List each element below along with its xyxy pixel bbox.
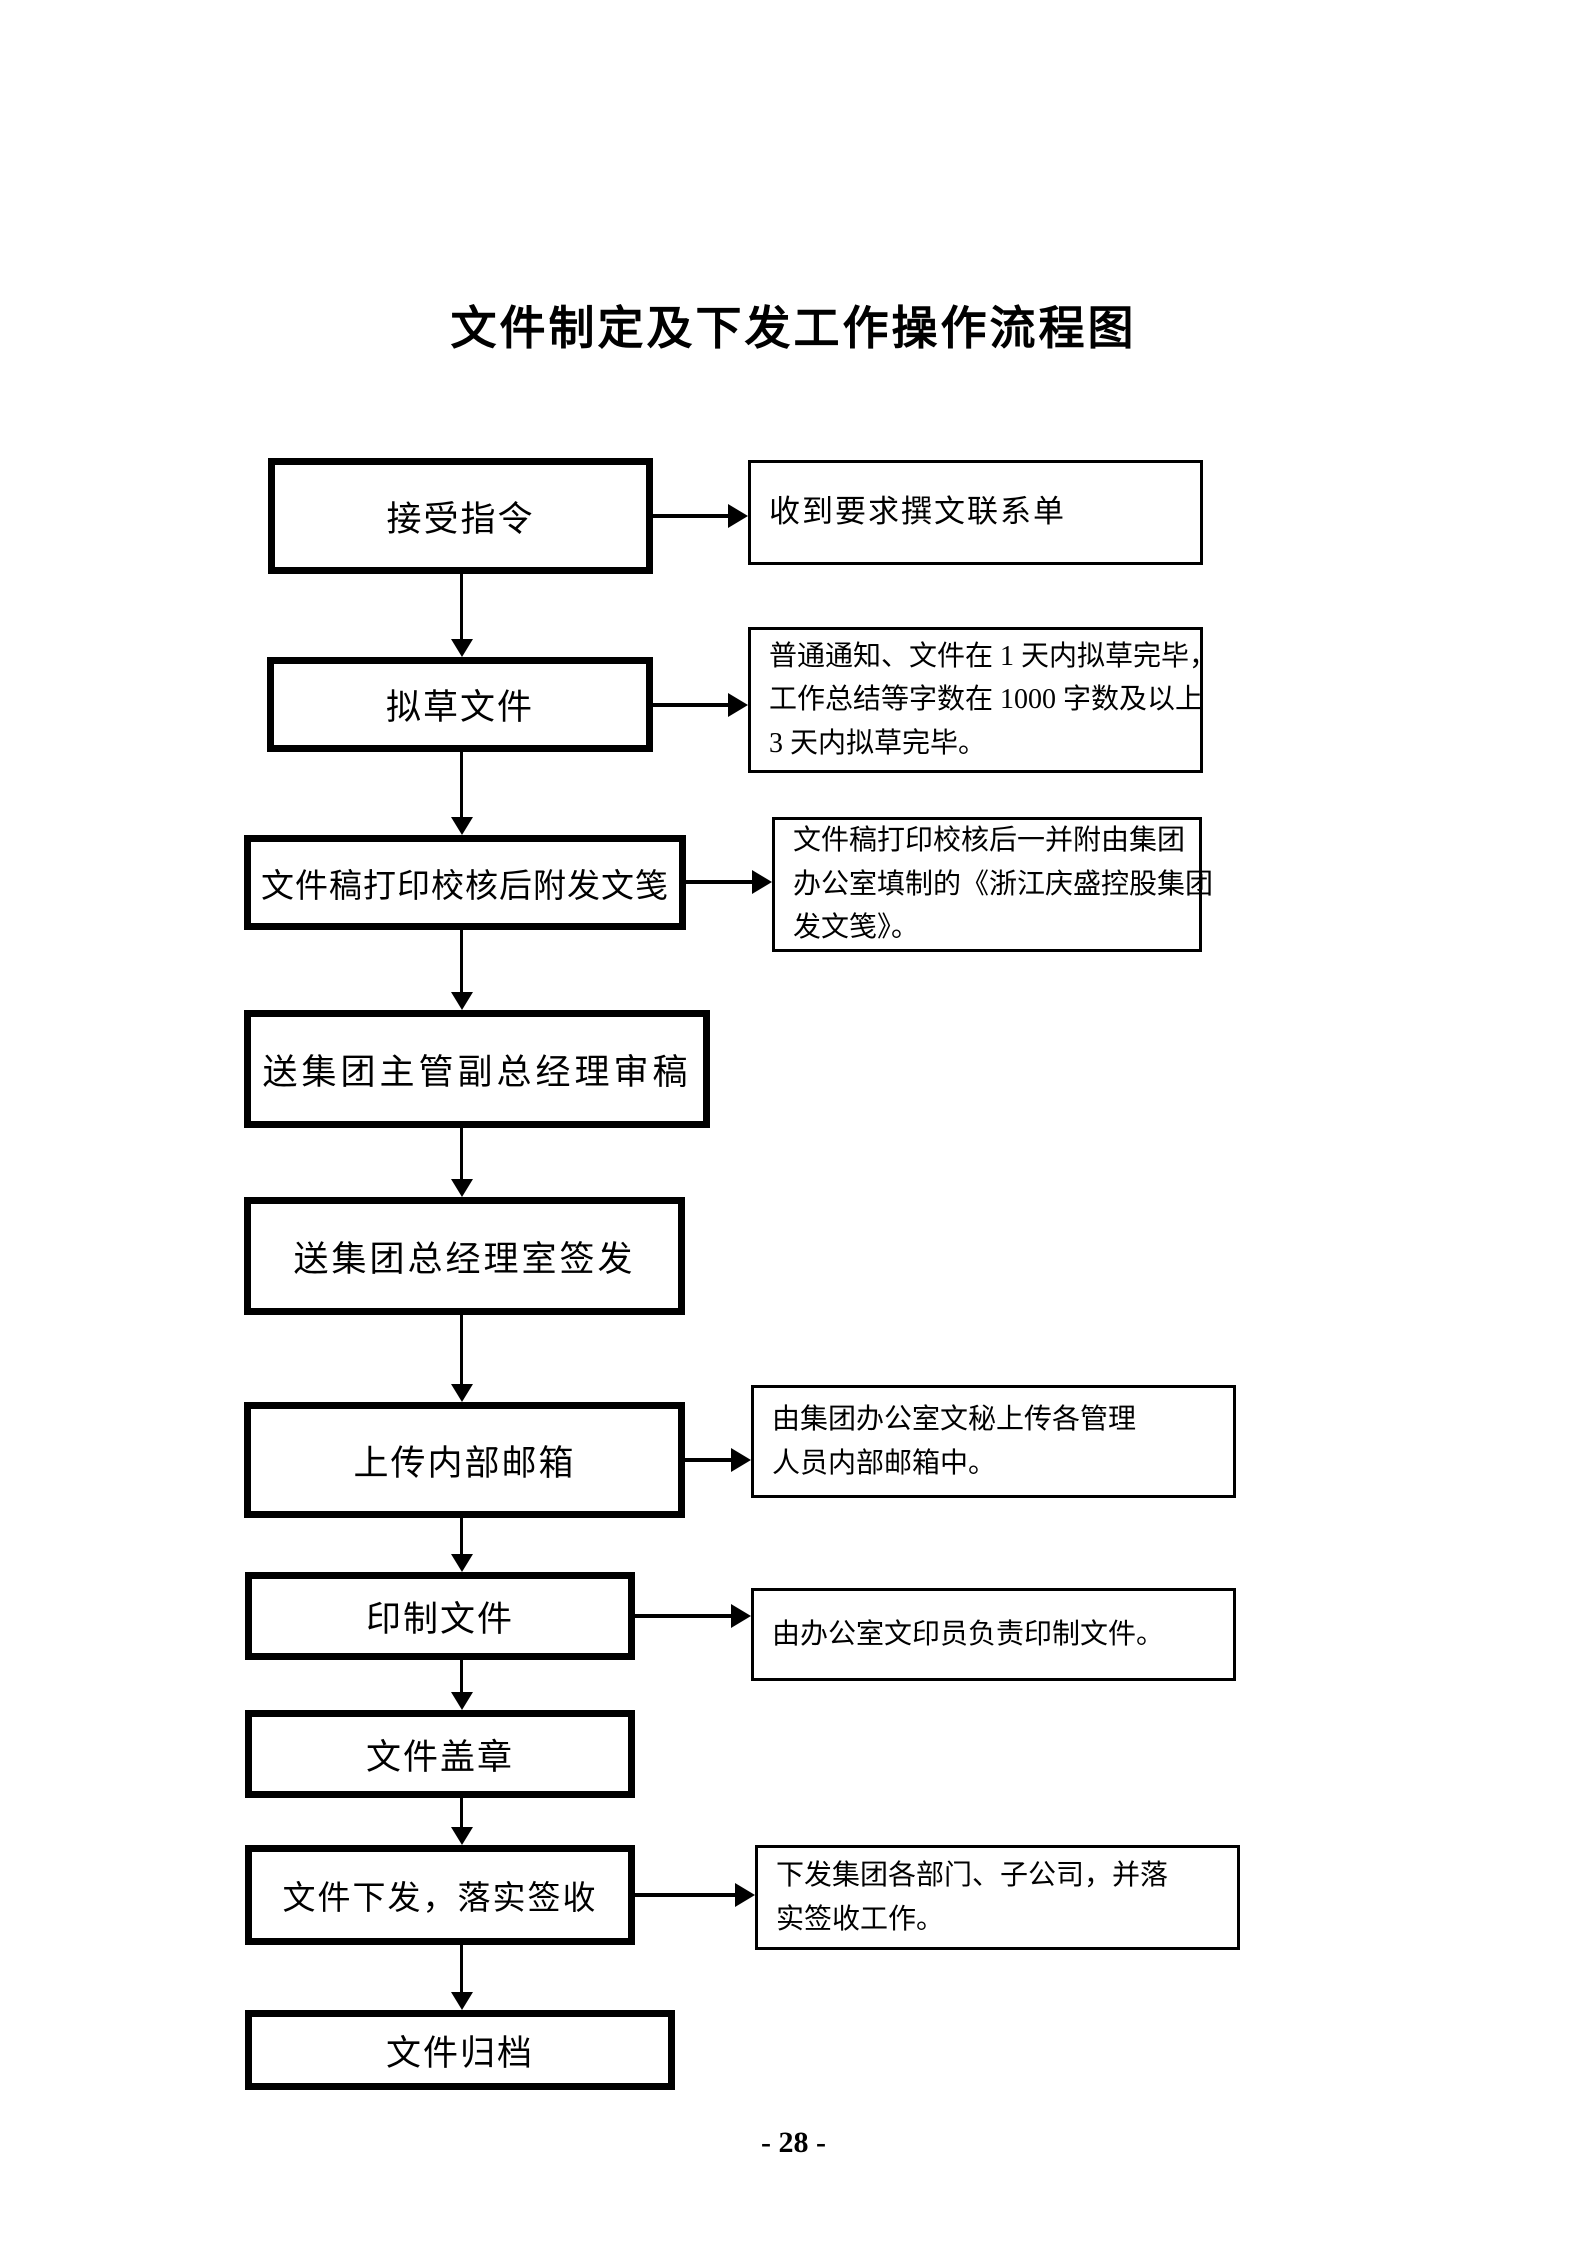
flow-step-print-proof-attach-memo: 文件稿打印校核后附发文笺: [244, 835, 686, 930]
flow-step-label: 文件下发，落实签收: [282, 1881, 598, 1917]
arrow-down-icon: [450, 930, 473, 1010]
arrowhead-icon: [450, 817, 473, 835]
flow-step-label: 文件盖章: [365, 1737, 514, 1777]
arrowhead-icon: [728, 504, 748, 528]
note-line: 文件稿打印校核后一并附由集团: [793, 825, 1186, 857]
arrowhead-icon: [450, 1179, 473, 1197]
arrowhead-icon: [450, 1554, 473, 1572]
arrow-right-icon: [635, 1883, 755, 1907]
page-number: - 28 -: [761, 2126, 826, 2159]
arrow-right-icon: [653, 504, 748, 528]
note-line: 由办公室文印员负责印制文件。: [772, 1618, 1165, 1650]
note-line: 人员内部邮箱中。: [772, 1447, 997, 1479]
note-print-proof-attach-memo: 文件稿打印校核后一并附由集团 办公室填制的《浙江庆盛控股集团 发文笺》。: [772, 817, 1214, 952]
note-line: 由集团办公室文秘上传各管理: [772, 1404, 1137, 1436]
note-draft-document: 普通通知、文件在 1 天内拟草完毕， 工作总结等字数在 1000 字数及以上 3…: [748, 627, 1218, 773]
arrow-down-icon: [450, 1315, 473, 1402]
flow-step-gm-office-signoff: 送集团总经理室签发: [244, 1197, 685, 1315]
flow-step-label: 送集团主管副总经理审稿: [262, 1052, 692, 1092]
arrowhead-icon: [450, 1692, 473, 1710]
note-line: 实签收工作。: [776, 1903, 945, 1935]
arrow-right-icon: [635, 1604, 751, 1628]
flow-step-draft-document: 拟草文件: [267, 657, 653, 752]
note-line: 收到要求撰文联系单: [769, 494, 1066, 530]
arrowhead-icon: [735, 1883, 755, 1907]
flow-step-label: 接受指令: [386, 499, 535, 539]
arrow-right-icon: [686, 870, 772, 894]
note-line: 工作总结等字数在 1000 字数及以上: [769, 684, 1204, 716]
flow-step-label: 文件稿打印校核后附发文笺: [261, 868, 669, 905]
note-upload-internal-mail: 由集团办公室文秘上传各管理 人员内部邮箱中。: [751, 1385, 1236, 1498]
arrowhead-icon: [728, 693, 748, 717]
flow-step-label: 送集团总经理室签发: [293, 1239, 636, 1279]
arrow-down-icon: [450, 1945, 473, 2010]
flow-step-stamp-documents: 文件盖章: [245, 1710, 635, 1798]
flow-step-label: 上传内部邮箱: [353, 1443, 576, 1483]
flow-step-label: 印制文件: [365, 1599, 514, 1639]
note-receive-order: 收到要求撰文联系单: [748, 460, 1203, 565]
note-line: 发文笺》。: [793, 912, 920, 944]
arrow-right-icon: [685, 1448, 751, 1472]
flow-step-archive-documents: 文件归档: [245, 2010, 675, 2090]
note-line: 普通通知、文件在 1 天内拟草完毕，: [769, 640, 1218, 672]
arrowhead-icon: [752, 870, 772, 894]
flow-step-label: 拟草文件: [385, 688, 534, 727]
arrow-down-icon: [450, 1798, 473, 1845]
note-distribute-sign-receipt: 下发集团各部门、子公司，并落 实签收工作。: [755, 1845, 1240, 1950]
arrowhead-icon: [450, 992, 473, 1010]
arrow-down-icon: [450, 1518, 473, 1572]
arrow-down-icon: [450, 752, 473, 835]
arrowhead-icon: [450, 1992, 473, 2010]
flow-step-deputy-gm-review: 送集团主管副总经理审稿: [244, 1010, 710, 1128]
arrowhead-icon: [450, 1827, 473, 1845]
note-line: 3 天内拟草完毕。: [769, 727, 987, 759]
flow-step-label: 文件归档: [385, 2033, 534, 2073]
flow-step-print-documents: 印制文件: [245, 1572, 635, 1660]
arrowhead-icon: [731, 1448, 751, 1472]
page-title: 文件制定及下发工作操作流程图: [450, 302, 1137, 354]
arrow-down-icon: [450, 1128, 473, 1197]
arrow-down-icon: [450, 1660, 473, 1710]
flow-step-receive-order: 接受指令: [268, 458, 653, 574]
arrow-down-icon: [450, 574, 473, 657]
arrowhead-icon: [731, 1604, 751, 1628]
arrowhead-icon: [450, 639, 473, 657]
arrowhead-icon: [450, 1384, 473, 1402]
arrow-right-icon: [653, 693, 748, 717]
note-print-documents: 由办公室文印员负责印制文件。: [751, 1588, 1236, 1681]
note-line: 办公室填制的《浙江庆盛控股集团: [793, 868, 1214, 900]
flow-step-upload-internal-mail: 上传内部邮箱: [244, 1402, 685, 1518]
flow-step-distribute-sign-receipt: 文件下发，落实签收: [245, 1845, 635, 1945]
note-line: 下发集团各部门、子公司，并落: [776, 1860, 1169, 1892]
